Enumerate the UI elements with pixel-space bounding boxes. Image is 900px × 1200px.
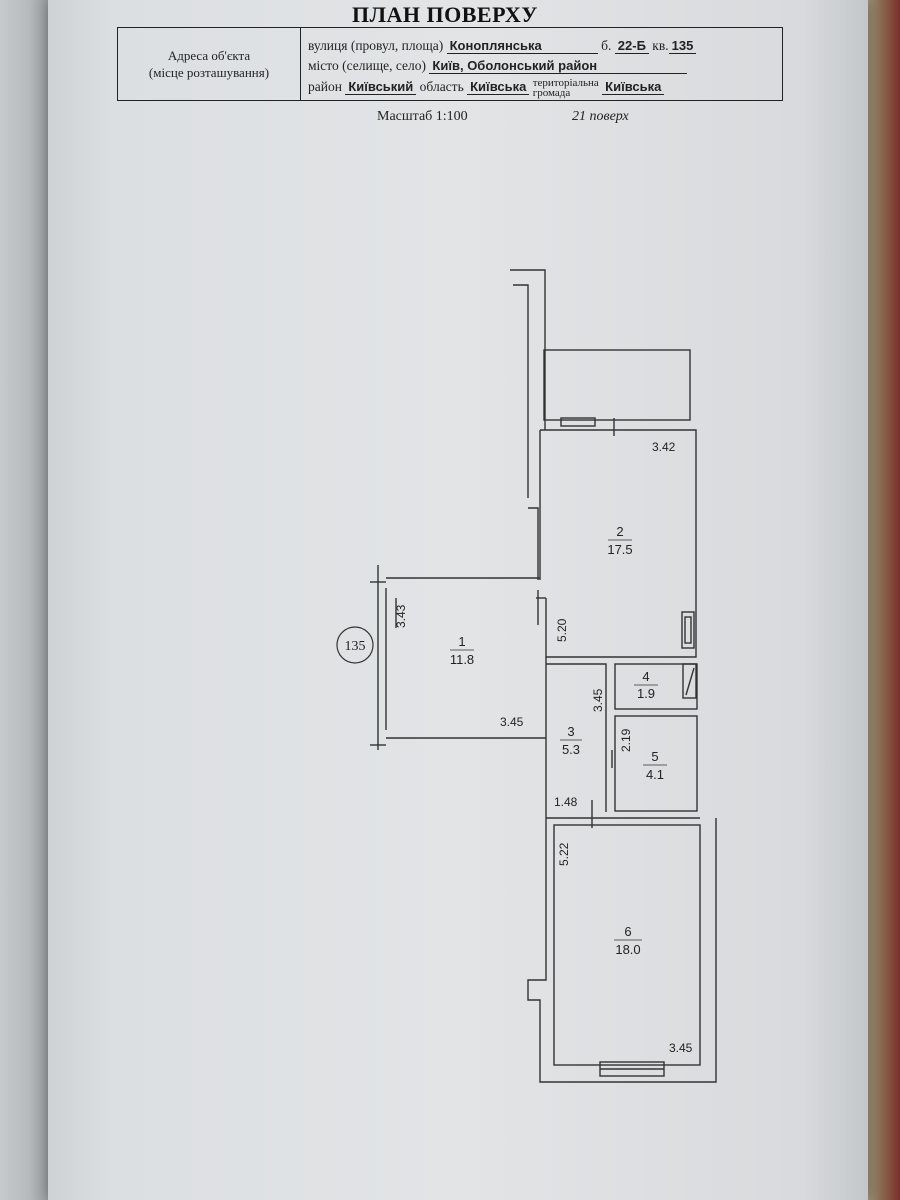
stove-icon [681,611,695,649]
apartment-marker-circle [336,626,374,664]
room-5-number: 5 [651,749,658,764]
room-6-outer-walls [527,818,717,1083]
floor-label: 21 поверх [572,109,629,124]
building-label: б. [601,38,612,53]
room-3-walls [546,663,607,812]
region-value: Київська [467,79,530,96]
community-value: Київська [602,79,665,96]
room-4-area: 1.9 [637,686,655,701]
dim-room3-width: 1.48 [554,795,578,809]
table-surface [868,0,900,1200]
corridor-wall-inner [513,284,529,498]
book-spine [0,0,48,1200]
community-label-1: територіальна [532,77,599,89]
scale-label: Масштаб 1:100 [377,109,468,124]
stove-icon-inner [684,616,692,644]
apartment-label: кв. [652,38,669,53]
balcony [543,349,691,421]
room-5-area: 4.1 [646,767,664,782]
street-line: вулиця (провул, площа) Коноплянська б. 2… [308,38,697,54]
dim-room6-width: 3.45 [669,1041,693,1055]
room-5-walls [614,715,698,812]
region-label: область [419,79,464,95]
corridor-jamb [528,507,539,580]
address-sublabel: (місце розташування) [148,65,270,80]
dim-room3-length: 3.45 [591,688,605,712]
building-value: 22-Б [614,38,649,54]
corridor-wall [510,269,546,430]
room-2-number: 2 [616,524,623,539]
address-table: Адреса об'єкта (місце розташування) вули… [117,27,783,101]
dim-room2-width: 3.42 [652,440,676,454]
district-label: район [308,79,342,95]
dim-room5-length: 2.19 [619,728,633,752]
address-values-cell: вулиця (провул, площа) Коноплянська б. 2… [308,28,778,100]
district-line: район Київський область Київська територ… [308,77,665,99]
room-1-area: 11.8 [450,652,474,667]
community-label-2: громада [532,87,571,99]
street-label: вулиця (провул, площа) [308,38,444,53]
room-1-number: 1 [458,634,465,649]
street-value: Коноплянська [446,38,598,54]
address-label-cell: Адреса об'єкта (місце розташування) [118,28,301,100]
room-2-walls [540,429,697,658]
dim-room2-length: 5.20 [555,618,569,642]
balcony-door [560,417,596,427]
boiler-icon [682,663,697,699]
room-6-area: 18.0 [615,942,640,957]
apartment-value: 135 [668,38,697,54]
room-3-area: 5.3 [562,742,580,757]
room-4-walls [614,663,698,710]
page-title: ПЛАН ПОВЕРХУ [352,2,538,27]
city-label: місто (селище, село) [308,58,427,73]
dim-room1-width: 3.43 [394,604,408,628]
room-3-number: 3 [567,724,574,739]
city-line: місто (селище, село) Київ, Оболонський р… [308,58,688,74]
district-value: Київський [345,79,417,96]
room-2-area: 17.5 [607,542,632,557]
room-4-number: 4 [642,669,649,684]
apartment-marker-label: 135 [345,639,366,654]
boiler-icon-line [685,667,695,696]
address-label: Адреса об'єкта [167,48,251,63]
city-value: Київ, Оболонський район [429,58,688,74]
room-6-walls [553,824,701,1066]
document-page [48,0,868,1200]
dim-room6-length: 5.22 [557,842,571,866]
room-6-number: 6 [624,924,631,939]
dim-room1-length: 3.45 [500,715,524,729]
